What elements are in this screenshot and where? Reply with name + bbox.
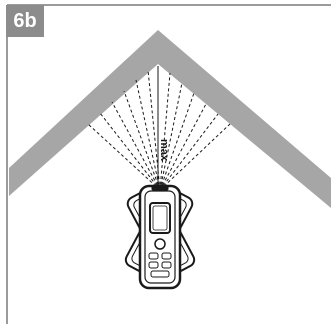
step-label-badge: 6b — [6, 5, 44, 37]
laser-measure-device-icon — [124, 184, 196, 290]
measurement-ray — [159, 82, 183, 191]
measurement-ray — [111, 101, 161, 191]
device-main-key — [154, 238, 166, 250]
measurement-ray — [135, 79, 161, 191]
measurement-rays — [87, 66, 231, 191]
device-screen — [149, 202, 171, 234]
measurement-ray — [147, 69, 161, 191]
measurement-ray — [123, 90, 161, 191]
measurement-ray — [159, 92, 195, 191]
measurement-ray — [159, 113, 219, 191]
device-upright — [138, 184, 182, 290]
max-label: max — [158, 139, 170, 162]
measurement-ray — [87, 123, 161, 191]
measurement-ray — [159, 72, 171, 191]
roof-gable — [9, 30, 331, 208]
measurement-ray — [99, 112, 161, 191]
